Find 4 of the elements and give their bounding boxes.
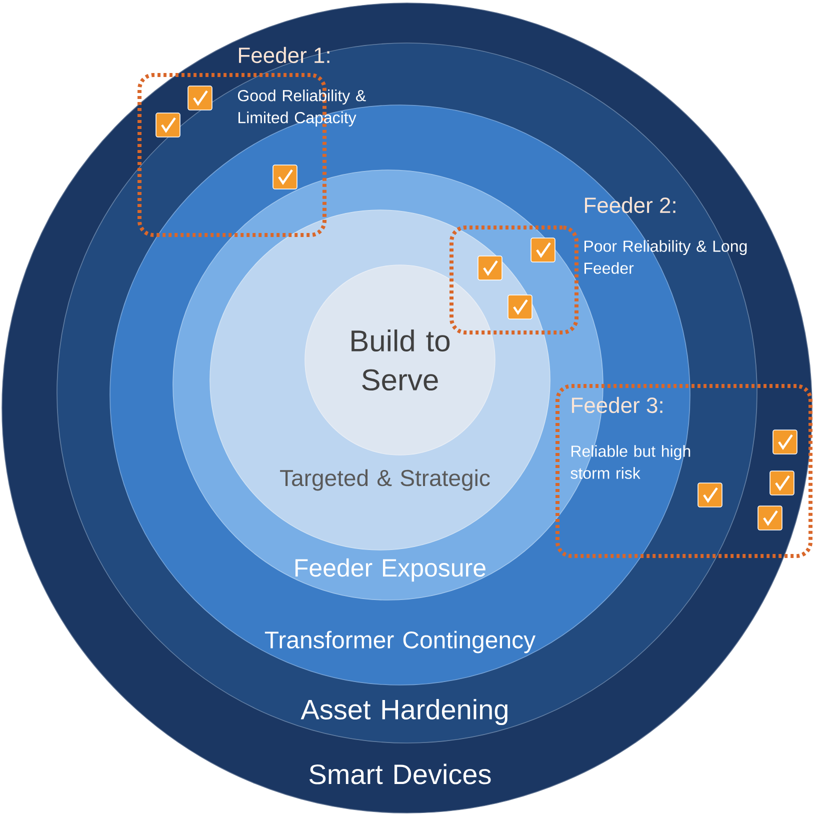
node-label: Feeder 1: bbox=[239, 46, 330, 64]
node-label: Feeder 2: bbox=[585, 196, 676, 214]
node-label: Poor Reliability & Long Feeder bbox=[584, 240, 747, 274]
dotted-group-box: Feeder 3: Reliable but high storm risk bbox=[556, 384, 812, 558]
